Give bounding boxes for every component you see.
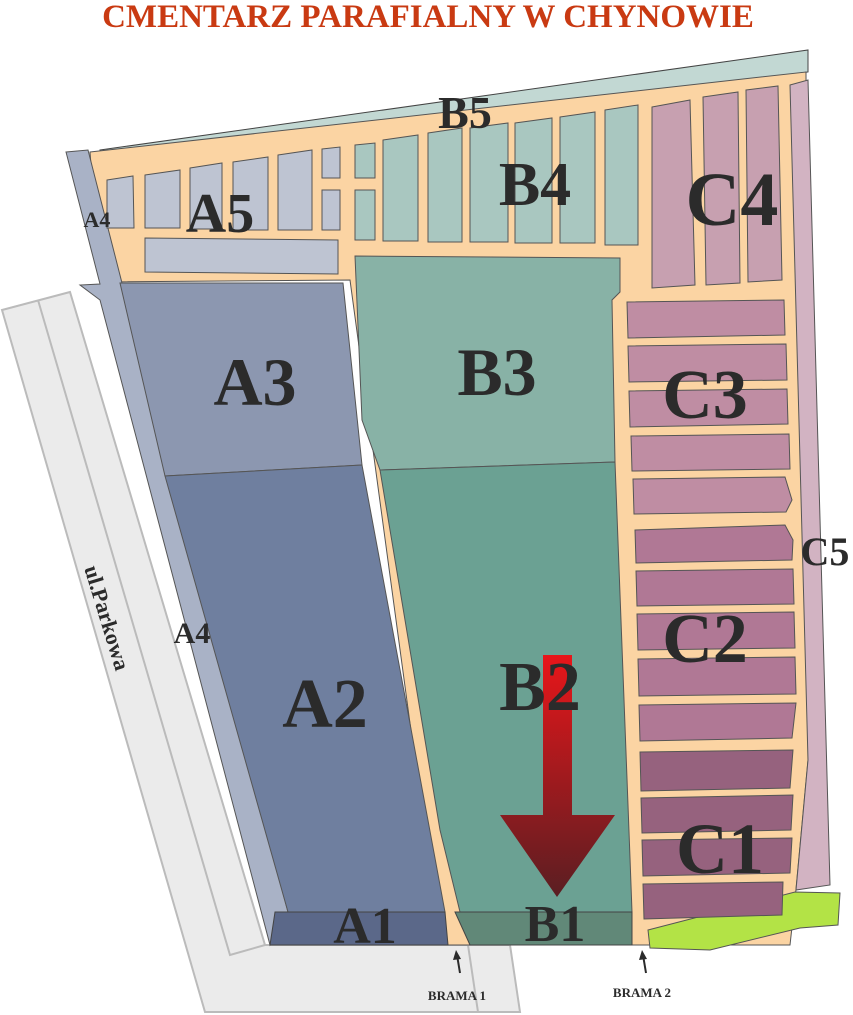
label-b2: B2 [499, 649, 581, 726]
section-a5[interactable] [106, 146, 341, 275]
gate2-arrow-icon [639, 950, 647, 974]
label-a1: A1 [333, 898, 397, 955]
section-b1[interactable] [454, 911, 633, 946]
gate2-label: BRAMA 2 [613, 985, 671, 1000]
label-a2: A2 [282, 666, 368, 743]
section-c5[interactable] [789, 79, 831, 891]
label-c1: C1 [676, 809, 764, 889]
label-b5: B5 [438, 87, 492, 138]
label-b3: B3 [457, 334, 536, 410]
map-title: CMENTARZ PARAFIALNY W CHYNOWIE [102, 0, 754, 35]
label-c5: C5 [801, 529, 850, 574]
label-c3: C3 [662, 357, 748, 434]
gate1-label: BRAMA 1 [428, 988, 486, 1003]
entrance-direction-arrow-icon [500, 655, 615, 897]
section-c2[interactable] [634, 524, 797, 742]
section-b4[interactable] [354, 104, 639, 246]
gate1-arrow-icon [453, 950, 461, 974]
label-c4: C4 [686, 158, 779, 242]
section-c3[interactable] [626, 299, 793, 515]
label-c2: C2 [662, 601, 748, 678]
label-a4-side: A4 [174, 617, 211, 650]
section-a1[interactable] [269, 911, 449, 946]
green-area [647, 891, 841, 951]
section-b3[interactable] [354, 255, 621, 471]
label-b4: B4 [499, 151, 571, 219]
label-a5: A5 [186, 183, 254, 245]
label-a3: A3 [213, 344, 296, 420]
label-a4-top: A4 [84, 207, 111, 232]
label-b1: B1 [525, 896, 586, 953]
section-c1[interactable] [639, 749, 794, 920]
section-c4[interactable] [651, 85, 783, 289]
